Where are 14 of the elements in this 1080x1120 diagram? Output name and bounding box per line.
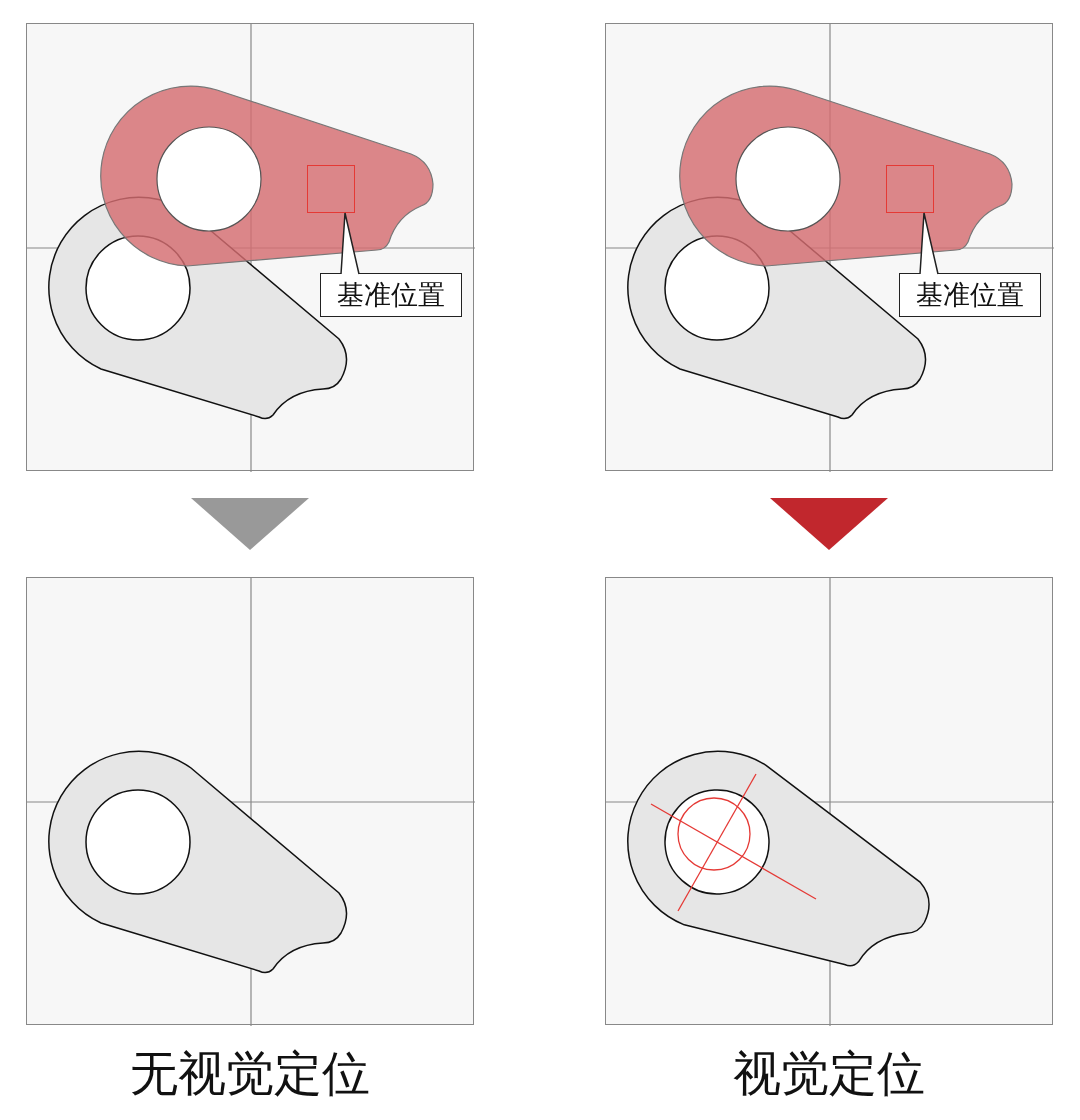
panel-label: 无视觉定位 <box>129 1044 371 1103</box>
panel-frame <box>26 23 474 471</box>
panel-frame <box>605 577 1053 1025</box>
panel-frame <box>605 23 1053 471</box>
callout-pointer <box>919 212 939 275</box>
callout-pointer <box>340 212 360 275</box>
down-arrow <box>770 498 888 550</box>
down-arrow <box>191 498 309 550</box>
panel-label: 视觉定位 <box>732 1044 926 1103</box>
callout-label: 基准位置 <box>899 273 1041 317</box>
reference-mark <box>886 165 934 213</box>
reference-mark <box>307 165 355 213</box>
callout-label: 基准位置 <box>320 273 462 317</box>
panel-frame <box>26 577 474 1025</box>
